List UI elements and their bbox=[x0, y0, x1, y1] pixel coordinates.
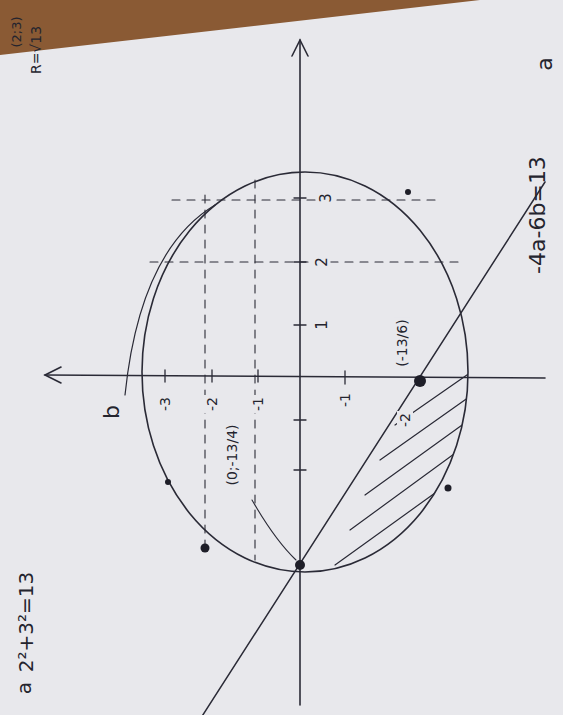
axis-arrow bbox=[292, 40, 308, 56]
point bbox=[295, 560, 305, 570]
hatched-region bbox=[300, 345, 510, 700]
sketch-arc bbox=[125, 205, 215, 395]
annotation: b bbox=[100, 403, 124, 421]
axis-arrow bbox=[45, 367, 61, 383]
tick-marks bbox=[165, 198, 345, 470]
circle bbox=[142, 172, 468, 572]
point bbox=[405, 189, 411, 195]
point bbox=[165, 479, 171, 485]
point bbox=[445, 485, 452, 492]
a-axis bbox=[299, 40, 301, 705]
tick-label: 1 bbox=[314, 318, 331, 332]
annotation: R=√13 bbox=[28, 24, 44, 76]
annotation: 2²+3²=13 bbox=[15, 570, 37, 674]
tick-label: -1 bbox=[337, 391, 353, 409]
annotation: a bbox=[13, 680, 35, 696]
annotation: -4a-6b=13 bbox=[526, 154, 550, 276]
tick-label: (-13/6) bbox=[394, 317, 410, 368]
tick-label: -2 bbox=[397, 411, 413, 429]
tick-label: -1 bbox=[250, 395, 266, 413]
guide-lines bbox=[150, 180, 462, 560]
tick-label: (0;-13/4) bbox=[224, 422, 240, 487]
annotation: (2;3) bbox=[9, 14, 24, 49]
leader-line bbox=[252, 500, 296, 560]
point bbox=[201, 544, 210, 553]
tick-label: 2 bbox=[314, 255, 331, 269]
tick-label: -2 bbox=[204, 395, 220, 413]
tick-label: -3 bbox=[157, 395, 173, 413]
b-axis bbox=[45, 375, 545, 378]
tick-label: 3 bbox=[318, 191, 335, 205]
annotation: a bbox=[533, 55, 557, 72]
point bbox=[414, 375, 426, 387]
table-edge bbox=[0, 0, 480, 55]
line bbox=[190, 182, 545, 715]
